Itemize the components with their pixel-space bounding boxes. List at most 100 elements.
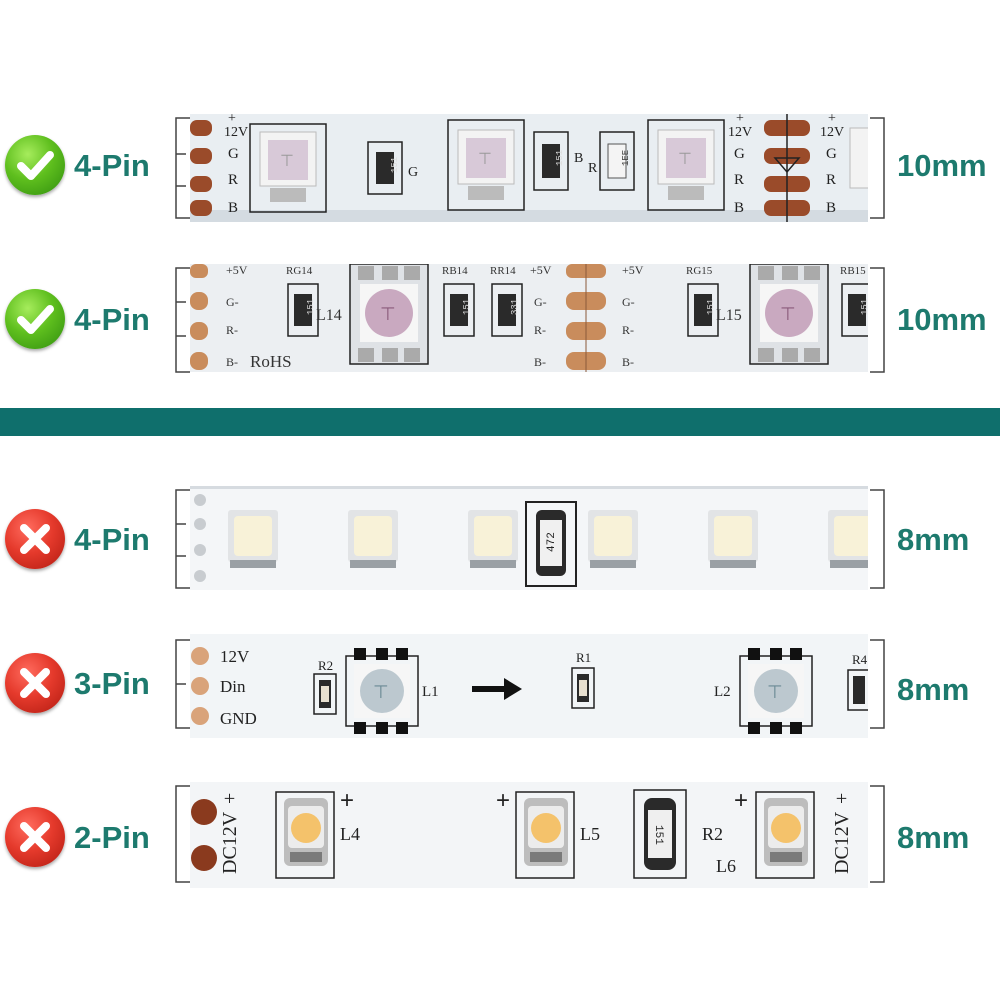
svg-text:151: 151 [555, 150, 565, 166]
svg-text:RoHS: RoHS [250, 352, 292, 371]
led-strip-2835-white: 472 [190, 486, 868, 590]
svg-text:⊤: ⊤ [767, 682, 783, 702]
svg-text:R1: R1 [576, 650, 591, 665]
svg-text:RB14: RB14 [442, 265, 468, 277]
left-bracket [175, 489, 190, 589]
svg-text:G: G [734, 146, 745, 162]
svg-text:Din: Din [220, 677, 246, 696]
svg-text:RG14: RG14 [286, 265, 313, 277]
cross-icon [5, 509, 65, 569]
svg-text:R2: R2 [702, 824, 723, 844]
right-bracket [870, 117, 885, 219]
svg-text:L6: L6 [716, 856, 736, 876]
svg-text:⊤: ⊤ [373, 682, 389, 702]
svg-text:⊤: ⊤ [678, 151, 692, 168]
svg-text:+: + [831, 793, 853, 804]
svg-text:R-: R- [534, 323, 546, 337]
svg-text:+: + [734, 787, 748, 814]
svg-text:+: + [219, 793, 241, 804]
svg-text:151: 151 [390, 157, 400, 173]
left-bracket [175, 267, 190, 373]
led-strip-addressable-3pin: 12V Din GND R2 ⊤ L1 R1 L2 [190, 634, 868, 738]
svg-text:R-: R- [226, 323, 238, 337]
svg-text:R: R [826, 172, 836, 188]
svg-text:12V: 12V [220, 647, 250, 666]
strip-row-3: 4-Pin 472 8mm [0, 484, 1000, 594]
svg-text:R2: R2 [318, 658, 333, 673]
svg-text:+: + [228, 114, 236, 126]
svg-text:1EE: 1EE [621, 150, 631, 166]
svg-text:B: B [574, 151, 583, 166]
right-bracket [870, 785, 885, 883]
svg-text:12V: 12V [728, 125, 752, 140]
svg-text:R4: R4 [852, 652, 868, 667]
pin-count-label: 2-Pin [74, 820, 150, 855]
right-bracket [870, 639, 885, 729]
svg-text:L4: L4 [340, 824, 360, 844]
svg-text:+5V: +5V [530, 264, 552, 277]
svg-text:151: 151 [462, 299, 472, 315]
svg-text:+: + [736, 114, 744, 126]
svg-text:L15: L15 [716, 307, 742, 324]
svg-text:L5: L5 [580, 824, 600, 844]
svg-text:⊤: ⊤ [380, 304, 396, 324]
svg-text:⊤: ⊤ [478, 151, 492, 168]
svg-text:+: + [828, 114, 836, 126]
led-strip-5050-rgb-5v: +5V G- R- B- RoHS RG14 151 L14 ⊤ RB14 15… [190, 264, 868, 372]
pin-count-label: 4-Pin [74, 148, 150, 183]
strip-width-label: 8mm [897, 820, 970, 855]
svg-text:+: + [340, 787, 354, 814]
svg-text:+: + [496, 787, 510, 814]
check-icon [5, 289, 65, 349]
strip-width-label: 10mm [897, 148, 987, 183]
pin-count-label: 4-Pin [74, 522, 150, 557]
strip-row-5: 2-Pin DC12V + + L4 + L5 151 [0, 778, 1000, 890]
strip-width-label: 10mm [897, 302, 987, 337]
strip-width-label: 8mm [897, 522, 970, 557]
cross-icon [5, 807, 65, 867]
svg-text:RB15: RB15 [840, 265, 866, 277]
pin-count-label: 4-Pin [74, 302, 150, 337]
svg-text:L1: L1 [422, 684, 439, 700]
svg-text:B: B [826, 200, 836, 216]
left-bracket [175, 639, 190, 729]
svg-text:331: 331 [510, 299, 520, 315]
svg-text:B: B [228, 200, 238, 216]
svg-text:12V: 12V [820, 125, 844, 140]
svg-text:⊤: ⊤ [280, 153, 294, 170]
led-strip-5050-rgb-12v: + 12V G R B ⊤ 151 G ⊤ 151 B [190, 114, 868, 222]
pin-count-label: 3-Pin [74, 666, 150, 701]
svg-text:DC12V: DC12V [219, 811, 241, 874]
svg-text:L2: L2 [714, 684, 731, 700]
svg-text:DC12V: DC12V [831, 811, 853, 874]
svg-text:151: 151 [860, 299, 868, 315]
svg-text:12V: 12V [224, 125, 248, 140]
svg-text:R: R [228, 172, 238, 188]
svg-text:151: 151 [306, 299, 316, 315]
svg-text:G: G [408, 165, 418, 180]
svg-text:G-: G- [534, 295, 547, 309]
svg-text:+5V: +5V [622, 264, 644, 277]
svg-text:B: B [734, 200, 744, 216]
svg-text:R: R [734, 172, 744, 188]
svg-text:R: R [588, 161, 598, 176]
svg-text:⊤: ⊤ [780, 304, 796, 324]
check-icon [5, 135, 65, 195]
svg-text:R-: R- [622, 323, 634, 337]
svg-text:B-: B- [534, 355, 546, 369]
svg-text:RG15: RG15 [686, 265, 713, 277]
strip-row-4: 3-Pin 12V Din GND R2 ⊤ L1 R1 [0, 632, 1000, 742]
svg-text:GND: GND [220, 709, 257, 728]
svg-text:G-: G- [622, 295, 635, 309]
strip-row-1: 4-Pin + 12V G R B ⊤ 151 G [0, 110, 1000, 225]
strip-width-label: 8mm [897, 672, 970, 707]
svg-text:472: 472 [546, 532, 558, 552]
svg-text:B-: B- [226, 355, 238, 369]
cross-icon [5, 653, 65, 713]
svg-text:B-: B- [622, 355, 634, 369]
svg-text:151: 151 [652, 825, 664, 845]
strip-row-2: 4-Pin +5V G- R- B- RoHS RG14 151 L14 [0, 262, 1000, 377]
svg-text:G-: G- [226, 295, 239, 309]
left-bracket [175, 785, 190, 883]
svg-text:G: G [826, 146, 837, 162]
